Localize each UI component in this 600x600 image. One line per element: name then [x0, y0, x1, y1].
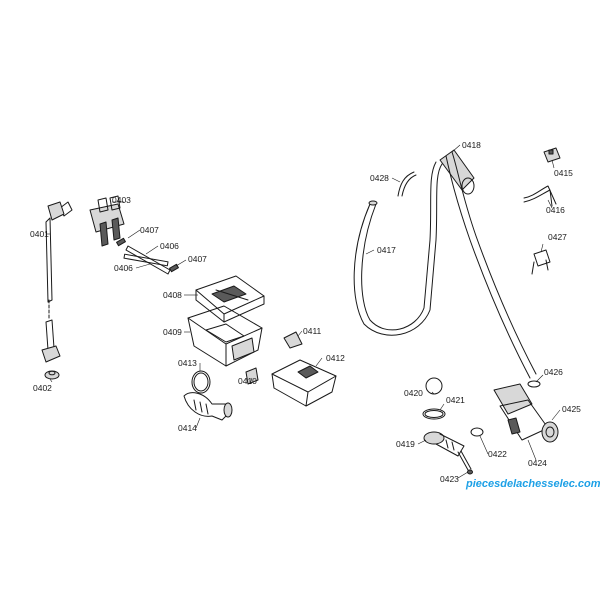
leader-lines [47, 144, 561, 479]
label-0401: 0401 [30, 229, 49, 239]
label-0409: 0409 [163, 327, 182, 337]
part-0416-hose[interactable] [523, 185, 557, 207]
label-0428: 0428 [370, 173, 389, 183]
label-0427: 0427 [548, 232, 567, 242]
label-0403: 0403 [112, 195, 131, 205]
label-0412: 0412 [326, 353, 345, 363]
label-0417: 0417 [377, 245, 396, 255]
part-labels: 0401 0402 0403 0407 0406 0406 0407 0408 … [30, 140, 581, 484]
label-0407-a: 0407 [140, 225, 159, 235]
label-0410: 0410 [238, 376, 257, 386]
part-0413-ring[interactable] [191, 370, 211, 394]
label-0425: 0425 [562, 404, 581, 414]
part-0411-lever[interactable] [283, 331, 303, 349]
part-0418-connector[interactable] [439, 149, 537, 379]
part-0415-sensor[interactable] [543, 147, 561, 163]
label-0411: 0411 [303, 326, 322, 336]
part-0422-clip[interactable] [470, 427, 484, 437]
label-0418: 0418 [462, 140, 481, 150]
part-0423-drain-tube[interactable] [457, 450, 473, 475]
part-0401-pipe[interactable] [41, 201, 73, 363]
label-0406-b: 0406 [114, 263, 133, 273]
label-0422: 0422 [488, 449, 507, 459]
part-0403-valve[interactable] [89, 195, 125, 247]
part-0410-clip[interactable] [245, 367, 259, 385]
label-0421: 0421 [446, 395, 465, 405]
watermark-text: piecesdelachesselec.com [465, 478, 600, 490]
part-0409-housing[interactable] [187, 305, 263, 367]
part-0428-hose[interactable] [397, 171, 417, 197]
label-0414: 0414 [178, 423, 197, 433]
label-0408: 0408 [163, 290, 182, 300]
label-0407-b: 0407 [188, 254, 207, 264]
label-0416: 0416 [546, 205, 565, 215]
part-0421-clamp-ring[interactable] [422, 408, 446, 420]
part-0425-pump[interactable] [493, 383, 559, 443]
label-0413: 0413 [178, 358, 197, 368]
part-0406-hose[interactable] [123, 245, 171, 275]
part-0420-oring[interactable] [425, 377, 443, 395]
part-0427-bracket[interactable] [531, 249, 551, 275]
label-0402: 0402 [33, 383, 52, 393]
label-0420: 0420 [404, 388, 423, 398]
label-0406-a: 0406 [160, 241, 179, 251]
label-0423: 0423 [440, 474, 459, 484]
part-0426-clamp[interactable] [527, 380, 541, 388]
part-0402-nut[interactable] [44, 370, 60, 380]
label-0426: 0426 [544, 367, 563, 377]
label-0415: 0415 [554, 168, 573, 178]
part-0417-hose[interactable] [353, 161, 443, 336]
part-0408-drawer[interactable] [195, 275, 265, 323]
label-0424: 0424 [528, 458, 547, 468]
label-0419: 0419 [396, 439, 415, 449]
part-0414-bellows[interactable] [183, 392, 233, 421]
part-0412-tray[interactable] [271, 359, 337, 407]
